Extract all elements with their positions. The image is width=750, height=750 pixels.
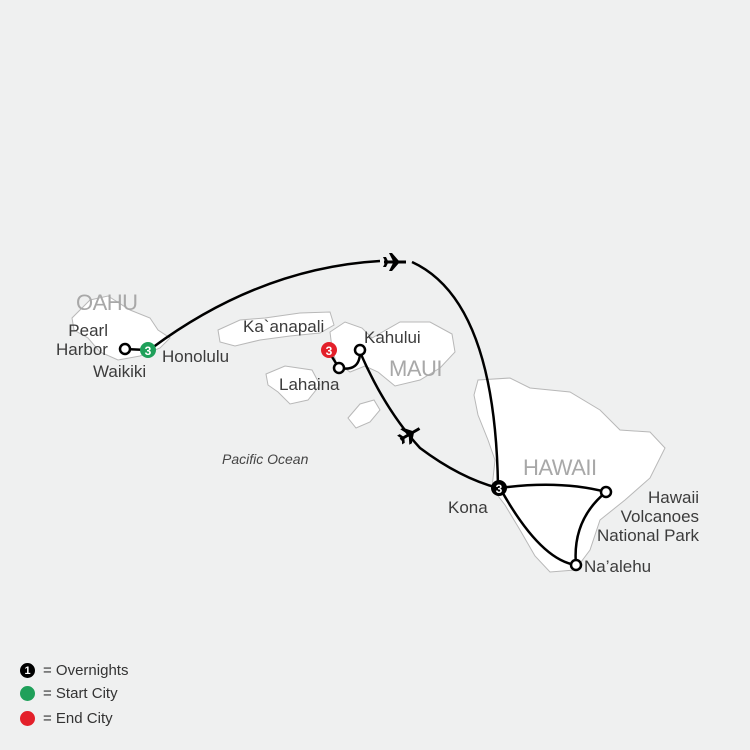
molokai-island	[217, 311, 335, 347]
kona-overnights: 3	[496, 482, 503, 496]
city-label-waikiki: Waikiki	[93, 362, 147, 381]
honolulu-start-marker[interactable]	[140, 342, 156, 358]
legend-label: = Overnights	[43, 662, 129, 679]
island-label-maui: MAUI	[389, 356, 443, 381]
volcanoes-node[interactable]	[599, 485, 613, 499]
kona-marker[interactable]	[491, 480, 507, 496]
city-label-honolulu: Honolulu	[162, 347, 230, 366]
legend-overnights: 1 = Overnights	[20, 662, 128, 679]
ocean-label: Pacific Ocean	[222, 451, 309, 467]
city-label-naalehu: Na’alehu	[584, 557, 652, 576]
drive-route-volcanoes-naalehu	[574, 491, 607, 566]
airplane-icon	[383, 253, 406, 271]
city-label-kahului: Kahului	[364, 328, 421, 347]
lahaina-node[interactable]	[332, 361, 346, 375]
drive-route-naalehu	[498, 487, 577, 567]
legend-start-city: = Start City	[20, 685, 118, 702]
naalehu-node[interactable]	[569, 558, 583, 572]
lanai-island	[265, 365, 321, 405]
city-label-pearl-harbor: Pearl Harbor	[56, 321, 108, 359]
kahului-node[interactable]	[353, 343, 367, 357]
island-label-hawaii: HAWAII	[523, 455, 597, 480]
pearl-harbor-node[interactable]	[118, 342, 132, 356]
city-label-volcanoes: Hawaii Volcanoes National Park	[597, 488, 700, 545]
end-city-icon	[20, 711, 35, 726]
drive-route-volcanoes	[499, 483, 607, 494]
flight-route-to-kona	[411, 260, 500, 487]
lahaina-overnights: 3	[326, 344, 333, 358]
city-label-kona: Kona	[448, 498, 488, 517]
start-city-icon	[20, 686, 35, 701]
flight-route-honolulu	[151, 259, 381, 350]
city-label-kaanapali: Ka`anapali	[243, 317, 325, 336]
lahaina-end-marker[interactable]	[321, 342, 337, 358]
kahoolawe-island	[347, 399, 381, 429]
island-label-oahu: OAHU	[76, 290, 138, 315]
city-label-lahaina: Lahaina	[279, 375, 340, 394]
overnights-icon: 1	[20, 663, 35, 678]
airplane-icon	[397, 427, 421, 445]
legend-label: = Start City	[43, 685, 118, 702]
honolulu-overnights: 3	[145, 344, 152, 358]
flight-route-kahului-kona	[358, 351, 499, 490]
legend-end-city: = End City	[20, 710, 113, 727]
legend-label: = End City	[43, 710, 113, 727]
